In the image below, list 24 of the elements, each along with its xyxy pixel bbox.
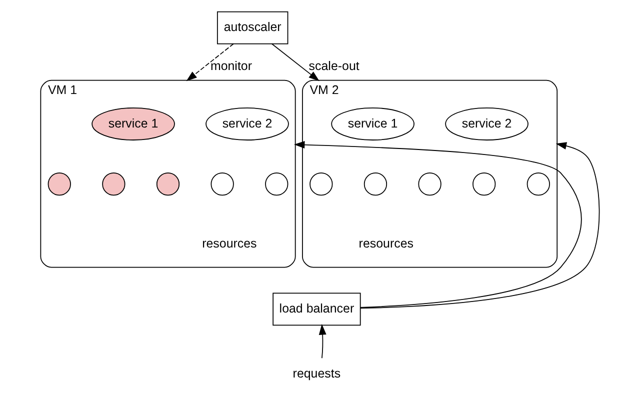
node-circle — [418, 172, 441, 196]
node-circle — [264, 172, 288, 196]
node-circle — [102, 172, 125, 196]
node-circle — [472, 172, 496, 196]
arrow — [294, 141, 582, 308]
arrow — [318, 324, 326, 359]
arrow — [359, 142, 600, 309]
node-circle — [309, 172, 332, 196]
edge-label: scale-out — [308, 58, 359, 73]
arrow — [186, 43, 234, 82]
node-ellipse: service 1 — [91, 108, 174, 140]
node-circle — [47, 172, 70, 196]
arrow — [270, 43, 319, 82]
node-box: autoscaler — [216, 11, 288, 44]
node-circle — [210, 172, 234, 196]
node-text: requests — [292, 366, 340, 380]
node-circle — [526, 172, 550, 196]
edge-label: monitor — [210, 58, 252, 73]
node-ellipse: service 2 — [205, 108, 288, 140]
node-circle — [156, 172, 180, 196]
node-ellipse: service 1 — [330, 108, 414, 140]
node-ellipse: service 2 — [444, 108, 528, 140]
node-box: load balancer — [272, 292, 360, 326]
node-circle — [363, 172, 387, 196]
